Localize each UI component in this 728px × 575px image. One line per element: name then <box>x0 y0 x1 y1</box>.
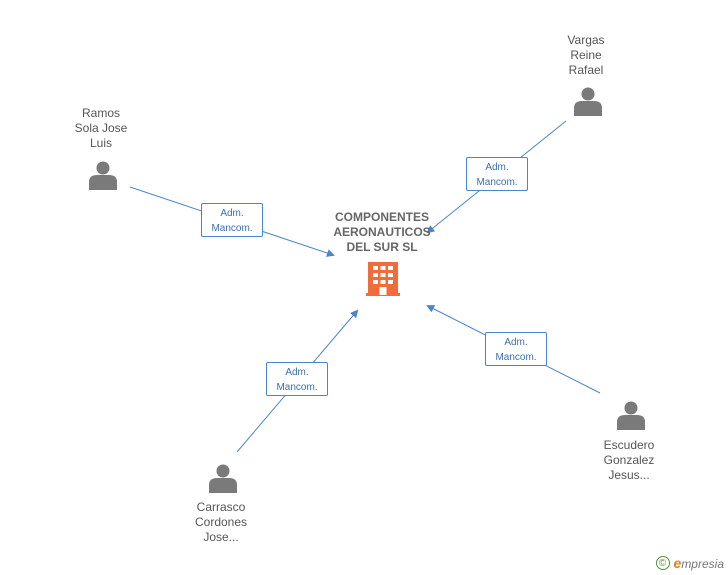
role-badge[interactable]: Adm. Mancom. <box>485 332 547 366</box>
person-icon[interactable] <box>574 87 602 117</box>
person-name[interactable]: Escudero Gonzalez Jesus... <box>603 438 655 482</box>
person-icon[interactable] <box>89 161 117 191</box>
role-badge[interactable]: Adm. Mancom. <box>466 157 528 191</box>
brand-logo: empresia <box>673 555 724 571</box>
copyright-icon: © <box>655 556 670 570</box>
building-icon[interactable] <box>366 262 400 296</box>
person-name[interactable]: Carrasco Cordones Jose... <box>194 500 248 544</box>
company-name[interactable]: COMPONENTES AERONAUTICOS DEL SUR SL <box>333 210 431 254</box>
role-badge[interactable]: Adm. Mancom. <box>201 203 263 237</box>
role-badge[interactable]: Adm. Mancom. <box>266 362 328 396</box>
watermark: © empresia <box>655 555 724 571</box>
person-icon[interactable] <box>617 401 645 431</box>
person-name[interactable]: Vargas Reine Rafael <box>567 33 605 77</box>
person-name[interactable]: Ramos Sola Jose Luis <box>74 106 128 150</box>
person-icon[interactable] <box>209 464 237 494</box>
